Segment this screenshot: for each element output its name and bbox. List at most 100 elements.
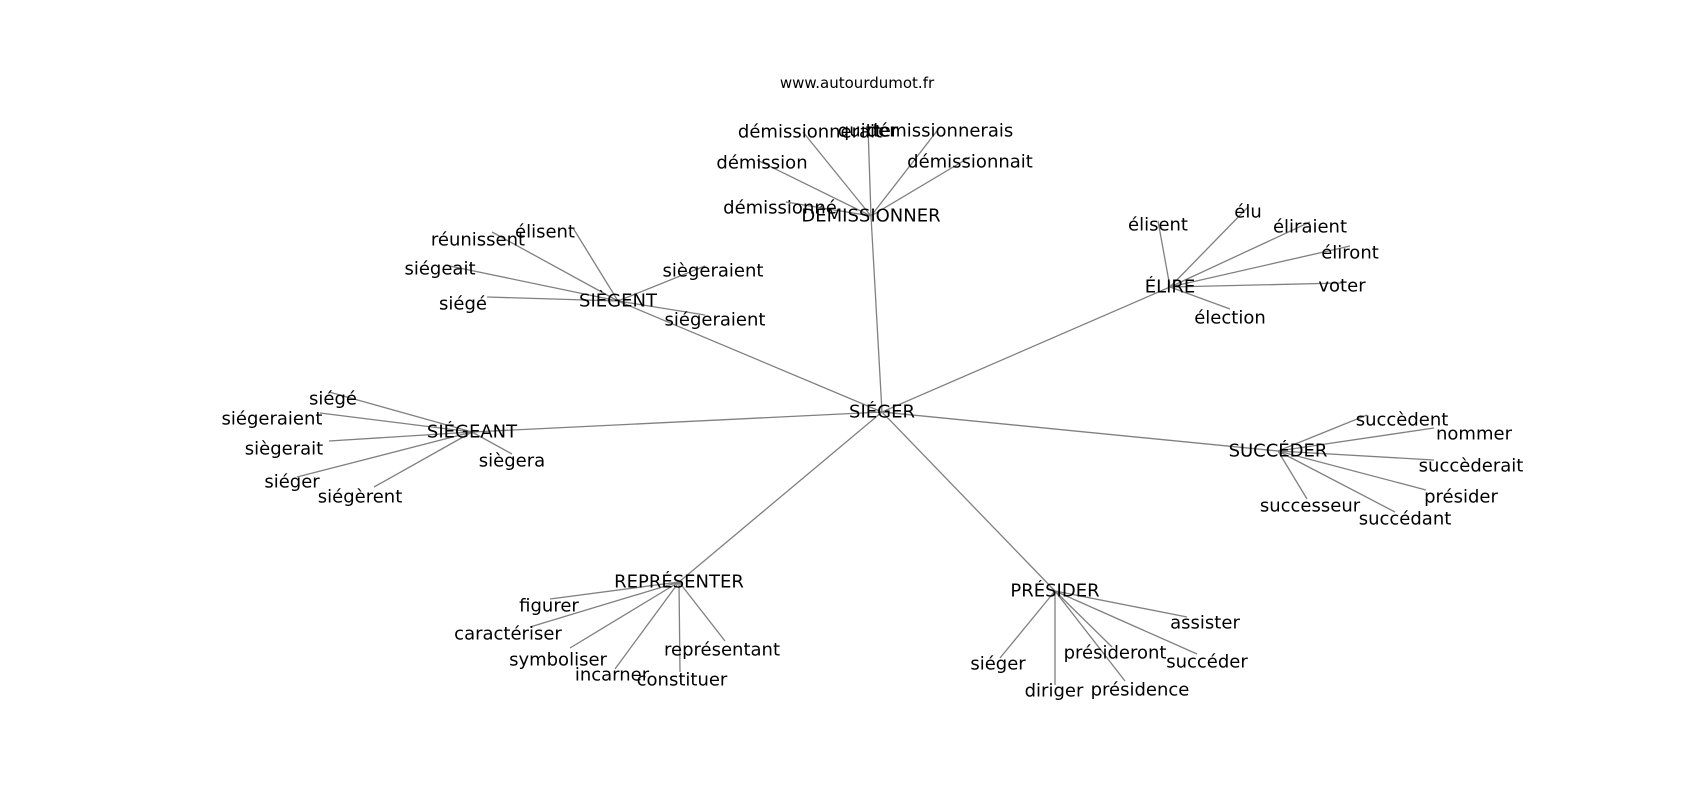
leaf-node-representer-1[interactable]: caractériser: [454, 624, 562, 645]
edge-representer-2: [569, 581, 680, 649]
leaf-node-demissionner-2[interactable]: démissionnerais: [867, 121, 1014, 142]
leaf-node-siegent-0[interactable]: réunissent: [431, 230, 525, 251]
leaf-node-siegent-4[interactable]: siégé: [439, 294, 487, 315]
edge-succeder-0: [1277, 414, 1368, 452]
edge-siegent-5: [617, 300, 706, 316]
leaf-node-siegeant-1[interactable]: siégeraient: [222, 409, 323, 430]
leaf-node-elire-2[interactable]: éliraient: [1273, 217, 1347, 238]
leaf-node-presider-5[interactable]: présidence: [1091, 680, 1190, 701]
hub-node-demissionner[interactable]: DÉMISSIONNER: [801, 205, 940, 227]
leaf-node-demissionner-5[interactable]: démissionné: [723, 198, 837, 219]
leaf-node-demissionner-1[interactable]: quitter: [838, 121, 899, 142]
edge-demissionner-3: [756, 159, 872, 217]
edge-representer-1: [529, 581, 680, 628]
edge-siegeant-1: [319, 412, 473, 433]
leaf-node-presider-2[interactable]: présideront: [1064, 643, 1167, 664]
leaf-node-presider-4[interactable]: diriger: [1025, 681, 1084, 702]
edge-elire-5: [1169, 286, 1231, 310]
edge-center-presider: [881, 411, 1056, 592]
edge-siegeant-0: [328, 391, 473, 433]
leaf-node-presider-3[interactable]: succéder: [1166, 652, 1248, 673]
edge-center-elire: [881, 286, 1171, 413]
leaf-node-siegent-5[interactable]: siégeraient: [665, 310, 766, 331]
leaf-node-elire-4[interactable]: voter: [1318, 276, 1366, 297]
edge-center-siegeant: [471, 411, 883, 433]
hub-node-representer[interactable]: REPRÉSENTER: [614, 571, 744, 593]
edge-elire-2: [1169, 221, 1311, 288]
edge-demissionner-5: [785, 201, 872, 217]
leaf-node-representer-0[interactable]: figurer: [519, 596, 579, 617]
leaf-node-succeder-0[interactable]: succèdent: [1356, 410, 1449, 431]
leaf-node-elire-0[interactable]: élisent: [1128, 215, 1188, 236]
leaf-node-succeder-4[interactable]: successeur: [1260, 496, 1361, 517]
edge-center-siegent: [617, 300, 883, 413]
leaf-node-demissionner-3[interactable]: démission: [716, 153, 807, 174]
leaf-node-siegeant-4[interactable]: siéger: [264, 472, 320, 493]
edge-presider-1: [999, 590, 1056, 659]
edge-representer-3: [614, 581, 680, 670]
edge-siegent-3: [617, 265, 706, 302]
leaf-node-demissionner-0[interactable]: démissionnerait: [738, 122, 882, 143]
edge-presider-0: [1054, 590, 1188, 618]
edge-siegeant-3: [471, 431, 513, 455]
edge-demissionner-0: [802, 131, 872, 217]
center-node[interactable]: SIÉGER: [849, 401, 915, 423]
edge-elire-1: [1169, 206, 1249, 288]
edge-center-succeder: [881, 411, 1279, 452]
leaf-node-succeder-5[interactable]: succédant: [1359, 509, 1452, 530]
edge-siegeant-5: [373, 431, 473, 488]
hub-node-elire[interactable]: ÉLIRE: [1145, 276, 1196, 298]
hub-node-siegeant[interactable]: SIÉGEANT: [427, 421, 518, 443]
leaf-node-siegeant-0[interactable]: siégé: [309, 389, 357, 410]
hub-node-presider[interactable]: PRÉSIDER: [1010, 580, 1099, 602]
leaf-node-elire-5[interactable]: élection: [1194, 308, 1266, 329]
edge-siegeant-2: [328, 431, 473, 442]
edge-succeder-1: [1277, 427, 1435, 452]
leaf-node-siegent-1[interactable]: élisent: [515, 222, 575, 243]
edge-siegent-1: [572, 227, 619, 302]
source-url: www.autourdumot.fr: [780, 74, 935, 92]
edge-succeder-3: [1277, 450, 1427, 491]
leaf-node-elire-1[interactable]: élu: [1234, 202, 1261, 223]
edge-presider-5: [1054, 590, 1126, 682]
edge-representer-5: [678, 581, 726, 642]
leaf-node-siegeant-2[interactable]: siègerait: [245, 439, 323, 460]
leaf-node-siegent-2[interactable]: siégeait: [404, 259, 475, 280]
edge-siegeant-4: [296, 431, 473, 478]
edge-succeder-2: [1277, 450, 1435, 461]
leaf-node-elire-3[interactable]: éliront: [1321, 243, 1379, 264]
leaf-node-succeder-1[interactable]: nommer: [1436, 424, 1513, 445]
edge-succeder-4: [1277, 450, 1308, 500]
edge-demissionner-2: [870, 126, 941, 217]
edge-center-demissionner: [870, 215, 883, 413]
edge-siegent-2: [444, 264, 619, 302]
leaf-node-representer-5[interactable]: représentant: [664, 640, 780, 661]
edge-elire-0: [1157, 220, 1171, 288]
leaf-node-representer-4[interactable]: constituer: [637, 670, 728, 691]
edge-layer: [296, 126, 1435, 685]
leaf-node-succeder-2[interactable]: succèderait: [1419, 456, 1524, 477]
edge-presider-2: [1054, 590, 1113, 648]
hub-node-siegent[interactable]: SIÈGENT: [579, 290, 658, 312]
edge-representer-0: [549, 581, 680, 600]
edge-demissionner-1: [867, 126, 872, 217]
leaf-node-succeder-3[interactable]: présider: [1424, 487, 1498, 508]
hub-node-succeder[interactable]: SUCCÉDER: [1229, 440, 1328, 462]
leaf-node-representer-3[interactable]: incarner: [575, 665, 650, 686]
leaf-node-representer-2[interactable]: symboliser: [509, 650, 607, 671]
leaf-node-presider-0[interactable]: assister: [1170, 613, 1240, 634]
edge-center-representer: [678, 411, 883, 583]
edge-presider-3: [1054, 590, 1198, 655]
leaf-node-siegeant-5[interactable]: siégèrent: [318, 487, 403, 508]
label-layer: SIÉGER DÉMISSIONNER démissionneraitquitter…: [222, 121, 1524, 702]
edge-representer-4: [678, 581, 681, 673]
leaf-node-presider-1[interactable]: siéger: [970, 654, 1026, 675]
leaf-node-siegeant-3[interactable]: siègera: [479, 451, 545, 472]
edge-demissionner-4: [870, 156, 971, 217]
edge-elire-3: [1169, 245, 1351, 288]
edge-siegent-4: [486, 296, 619, 302]
leaf-node-demissionner-4[interactable]: démissionnait: [907, 152, 1033, 173]
leaf-node-siegent-3[interactable]: siègeraient: [663, 261, 764, 282]
edge-siegent-0: [491, 231, 619, 302]
